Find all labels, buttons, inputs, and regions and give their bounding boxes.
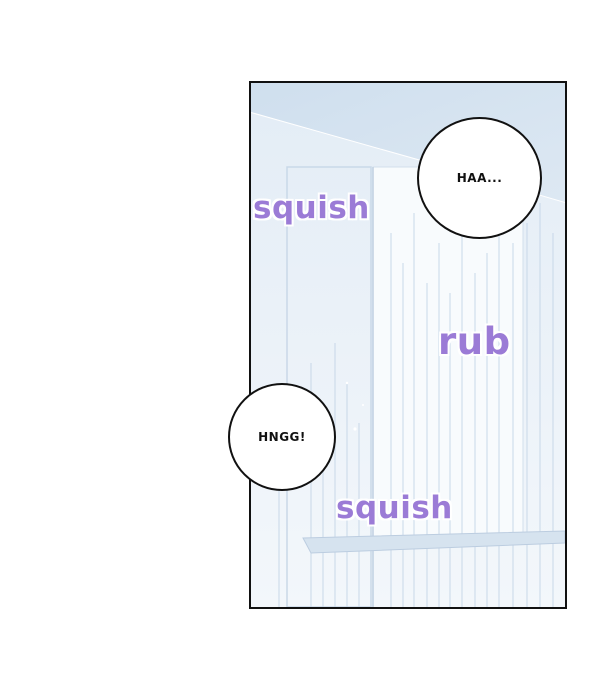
speech-bubble-haa-text: HAA... (456, 171, 503, 185)
sfx-squish-bottom: squish (336, 490, 453, 526)
speech-bubble-haa: HAA... (417, 117, 542, 239)
sfx-squish-top: squish (253, 190, 370, 226)
speech-bubble-hngg: HNGG! (228, 383, 336, 491)
sfx-rub: rub (438, 320, 511, 363)
speech-bubble-hngg-text: HNGG! (258, 430, 306, 444)
